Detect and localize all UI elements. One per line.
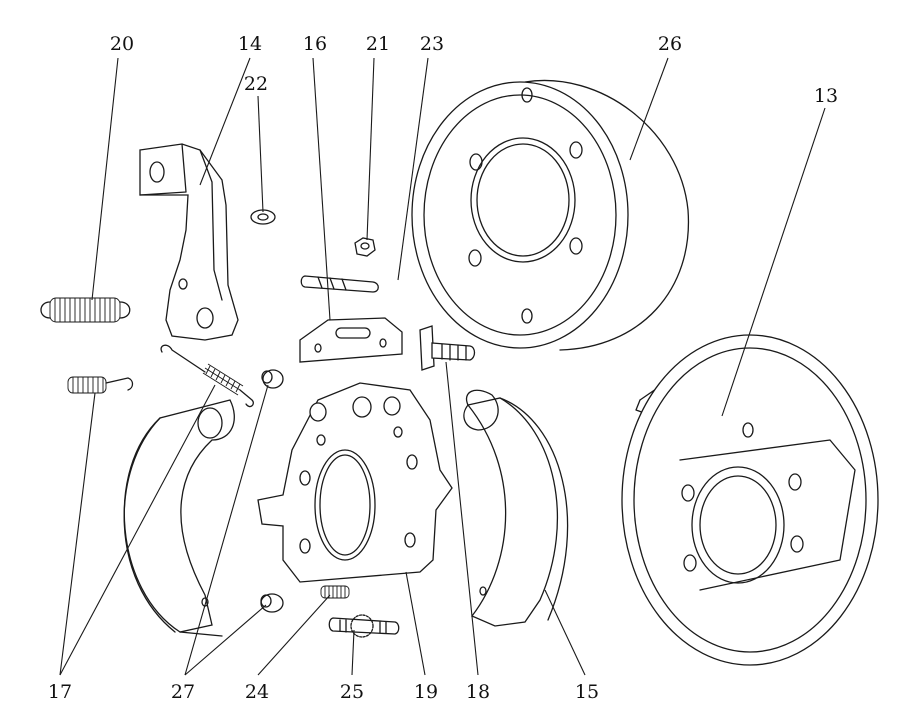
label-20: 20 <box>110 33 134 55</box>
leader-13 <box>721 107 826 417</box>
bolt-part-18 <box>419 325 476 371</box>
part-labels: 20 14 22 16 21 23 26 13 17 27 24 25 19 1… <box>48 33 838 703</box>
nut-part-21 <box>354 237 376 257</box>
adjuster-plate-part-16 <box>299 317 403 363</box>
leader-18 <box>445 361 479 676</box>
label-18: 18 <box>466 681 490 703</box>
brake-drum-part-26 <box>411 79 690 351</box>
leader-lines <box>59 57 826 676</box>
leader-26 <box>629 57 669 161</box>
label-27: 27 <box>171 681 195 703</box>
leader-19 <box>405 571 426 676</box>
spring-part-20 <box>40 297 131 323</box>
brake-shoe-left <box>123 399 235 637</box>
leader-23 <box>397 57 429 281</box>
leader-27b <box>184 604 267 676</box>
label-19: 19 <box>414 681 438 703</box>
leader-14 <box>199 57 251 186</box>
leader-22 <box>257 95 264 213</box>
label-16: 16 <box>303 33 327 55</box>
backing-plate-part-19 <box>257 382 453 583</box>
label-24: 24 <box>245 681 269 703</box>
label-23: 23 <box>420 33 444 55</box>
spring-part-17 <box>67 376 134 394</box>
label-14: 14 <box>238 33 262 55</box>
leader-17a <box>59 392 96 676</box>
leader-21 <box>366 57 375 241</box>
brake-shoe-right-part-15 <box>463 389 569 627</box>
spring-part-24 <box>320 585 350 599</box>
return-spring <box>160 344 254 408</box>
label-22: 22 <box>244 73 268 95</box>
label-26: 26 <box>658 33 682 55</box>
leader-20 <box>91 57 119 301</box>
pin-part-23 <box>300 275 379 293</box>
leader-24 <box>257 594 331 676</box>
leader-16 <box>312 57 331 321</box>
leader-25 <box>351 629 355 676</box>
label-13: 13 <box>814 85 838 107</box>
washer-part-22 <box>250 209 276 225</box>
bracket-part-14 <box>139 143 239 341</box>
label-21: 21 <box>366 33 390 55</box>
leader-27a <box>184 384 269 676</box>
hub-drum-part-13 <box>621 334 879 666</box>
leader-17b <box>59 384 216 676</box>
label-15: 15 <box>575 681 599 703</box>
bushing-upper-part-27 <box>261 369 284 389</box>
adjuster-screw-part-25 <box>328 614 400 638</box>
leader-15 <box>544 589 586 676</box>
label-25: 25 <box>340 681 364 703</box>
label-17: 17 <box>48 681 72 703</box>
bushing-lower-part-27 <box>260 593 284 613</box>
